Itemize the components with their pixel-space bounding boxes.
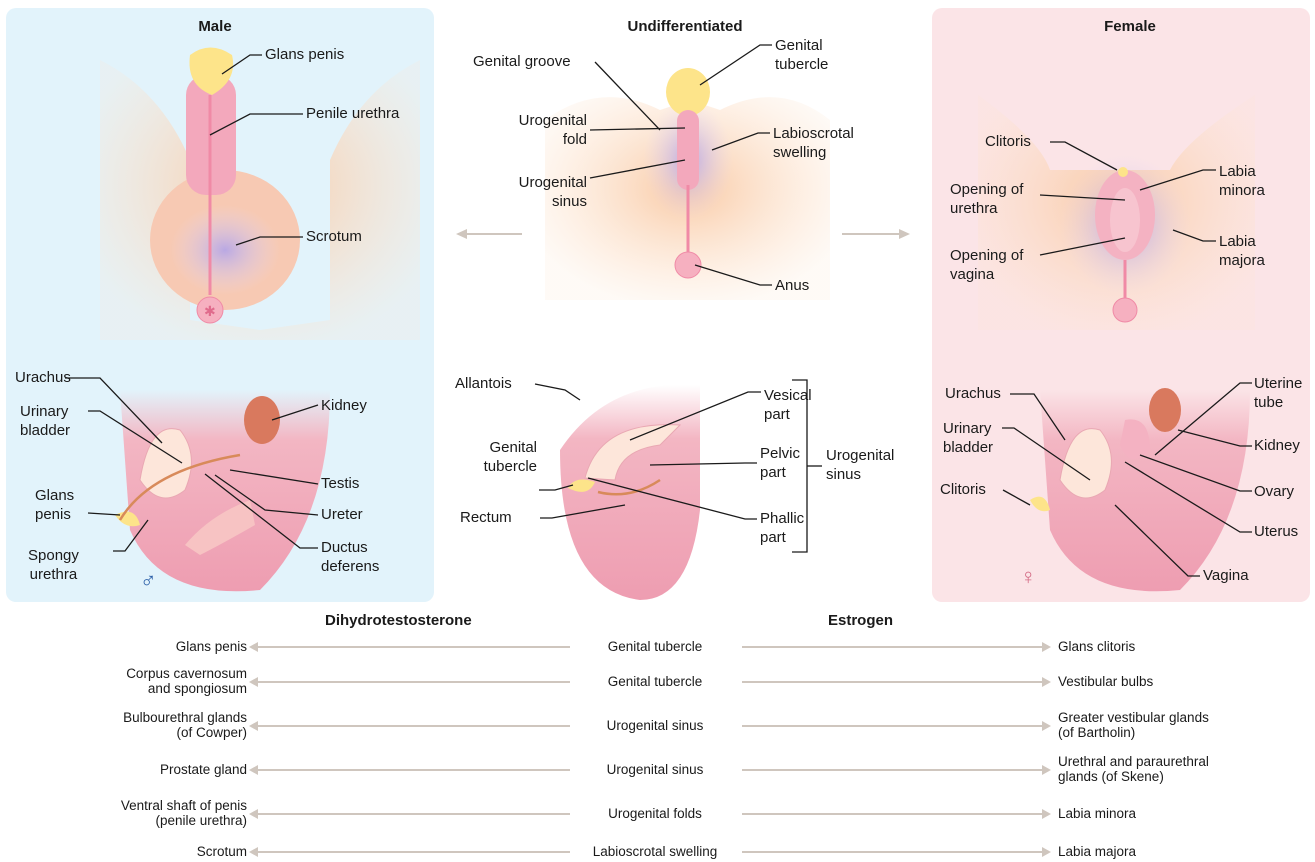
arrowhead-female — [1042, 642, 1051, 652]
homology-female-3: Urethral and paraurethral glands (of Ske… — [1058, 754, 1209, 784]
label-uterine-tube: Uterine tube — [1254, 374, 1302, 412]
arrow-to-female — [742, 646, 1042, 648]
arrow-to-female — [742, 813, 1042, 815]
label-phallic-part: Phallic part — [760, 509, 804, 547]
label-female-urinary-bladder: Urinary bladder — [943, 419, 993, 457]
arrowhead-male — [249, 677, 258, 687]
male-sagittal — [115, 390, 330, 591]
homology-origin-1: Genital tubercle — [540, 674, 770, 689]
homology-origin-3: Urogenital sinus — [540, 762, 770, 777]
arrow-to-male — [258, 769, 570, 771]
label-vesical-part: Vesical part — [764, 386, 812, 424]
female-title: Female — [1090, 18, 1170, 35]
arrow-to-male — [258, 725, 570, 727]
homology-origin-5: Labioscrotal swelling — [540, 844, 770, 859]
homology-female-2: Greater vestibular glands (of Bartholin) — [1058, 710, 1209, 740]
label-female-kidney: Kidney — [1254, 436, 1300, 455]
arrow-to-male — [258, 681, 570, 683]
homology-male-3: Prostate gland — [160, 762, 247, 777]
undifferentiated-title: Undifferentiated — [590, 18, 780, 35]
arrow-to-female — [742, 769, 1042, 771]
label-urogenital-sinus-bracket: Urogenital sinus — [826, 446, 894, 484]
arrow-to-female — [742, 725, 1042, 727]
label-labia-majora: Labia majora — [1219, 232, 1265, 270]
female-symbol: ♀ — [1020, 564, 1037, 590]
label-labia-minora: Labia minora — [1219, 162, 1265, 200]
svg-text:✱: ✱ — [204, 303, 216, 319]
homology-female-4: Labia minora — [1058, 806, 1136, 821]
label-urogenital-sinus: Urogenital sinus — [495, 173, 587, 211]
female-sagittal — [1030, 388, 1250, 591]
label-ovary: Ovary — [1254, 482, 1294, 501]
label-vagina: Vagina — [1203, 566, 1249, 585]
homology-origin-2: Urogenital sinus — [540, 718, 770, 733]
label-ductus-deferens: Ductus deferens — [321, 538, 379, 576]
label-male-urinary-bladder: Urinary bladder — [20, 402, 70, 440]
label-genital-groove: Genital groove — [473, 52, 571, 71]
label-anus: Anus — [775, 276, 809, 295]
homology-origin-0: Genital tubercle — [540, 639, 770, 654]
label-clitoris: Clitoris — [985, 132, 1031, 151]
arrow-to-male — [258, 646, 570, 648]
homology-male-1: Corpus cavernosum and spongiosum — [126, 666, 247, 696]
arrowhead-female — [1042, 677, 1051, 687]
label-glans-penis: Glans penis — [265, 45, 344, 64]
homology-female-1: Vestibular bulbs — [1058, 674, 1153, 689]
arrowhead-female — [1042, 765, 1051, 775]
label-uterus: Uterus — [1254, 522, 1298, 541]
arrowhead-female — [1042, 809, 1051, 819]
arrowhead-male — [249, 765, 258, 775]
homology-male-4: Ventral shaft of penis (penile urethra) — [121, 798, 247, 828]
label-spongy-urethra: Spongy urethra — [28, 546, 79, 584]
label-allantois: Allantois — [455, 374, 512, 393]
undiff-sagittal — [560, 385, 700, 600]
label-rectum: Rectum — [460, 508, 512, 527]
label-clitoris-section: Clitoris — [940, 480, 986, 499]
label-ureter: Ureter — [321, 505, 363, 524]
arrow-to-female — [742, 851, 1042, 853]
arrow-to-female — [742, 681, 1042, 683]
arrow-to-male — [258, 851, 570, 853]
label-glans-penis-section: Glans penis — [35, 486, 74, 524]
label-labioscrotal-swelling: Labioscrotal swelling — [773, 124, 854, 162]
arrowhead-male — [249, 721, 258, 731]
homology-female-5: Labia majora — [1058, 844, 1136, 859]
homology-male-5: Scrotum — [197, 844, 247, 859]
label-male-kidney: Kidney — [321, 396, 367, 415]
male-symbol: ♂ — [140, 568, 157, 594]
arrowhead-female — [1042, 847, 1051, 857]
label-urogenital-fold: Urogenital fold — [495, 111, 587, 149]
arrowhead-male — [249, 847, 258, 857]
homology-origin-4: Urogenital folds — [540, 806, 770, 821]
male-external: ✱ — [100, 48, 420, 341]
label-penile-urethra: Penile urethra — [306, 104, 399, 123]
arrowhead-male — [249, 642, 258, 652]
label-male-urachus: Urachus — [15, 368, 71, 387]
label-pelvic-part: Pelvic part — [760, 444, 800, 482]
estrogen-header: Estrogen — [828, 612, 893, 629]
undiff-external — [545, 68, 830, 300]
label-female-urachus: Urachus — [945, 384, 1001, 403]
arrowhead-male — [249, 809, 258, 819]
label-genital-tubercle: Genital tubercle — [775, 36, 828, 74]
male-title: Male — [170, 18, 260, 35]
label-opening-vagina: Opening of vagina — [950, 246, 1023, 284]
homology-male-0: Glans penis — [176, 639, 247, 654]
dht-header: Dihydrotestosterone — [325, 612, 472, 629]
label-testis: Testis — [321, 474, 359, 493]
label-opening-urethra: Opening of urethra — [950, 180, 1023, 218]
homology-male-2: Bulbourethral glands (of Cowper) — [123, 710, 247, 740]
label-scrotum: Scrotum — [306, 227, 362, 246]
arrow-to-male — [258, 813, 570, 815]
homology-female-0: Glans clitoris — [1058, 639, 1135, 654]
label-genital-tubercle-section: Genital tubercle — [445, 438, 537, 476]
arrowhead-female — [1042, 721, 1051, 731]
